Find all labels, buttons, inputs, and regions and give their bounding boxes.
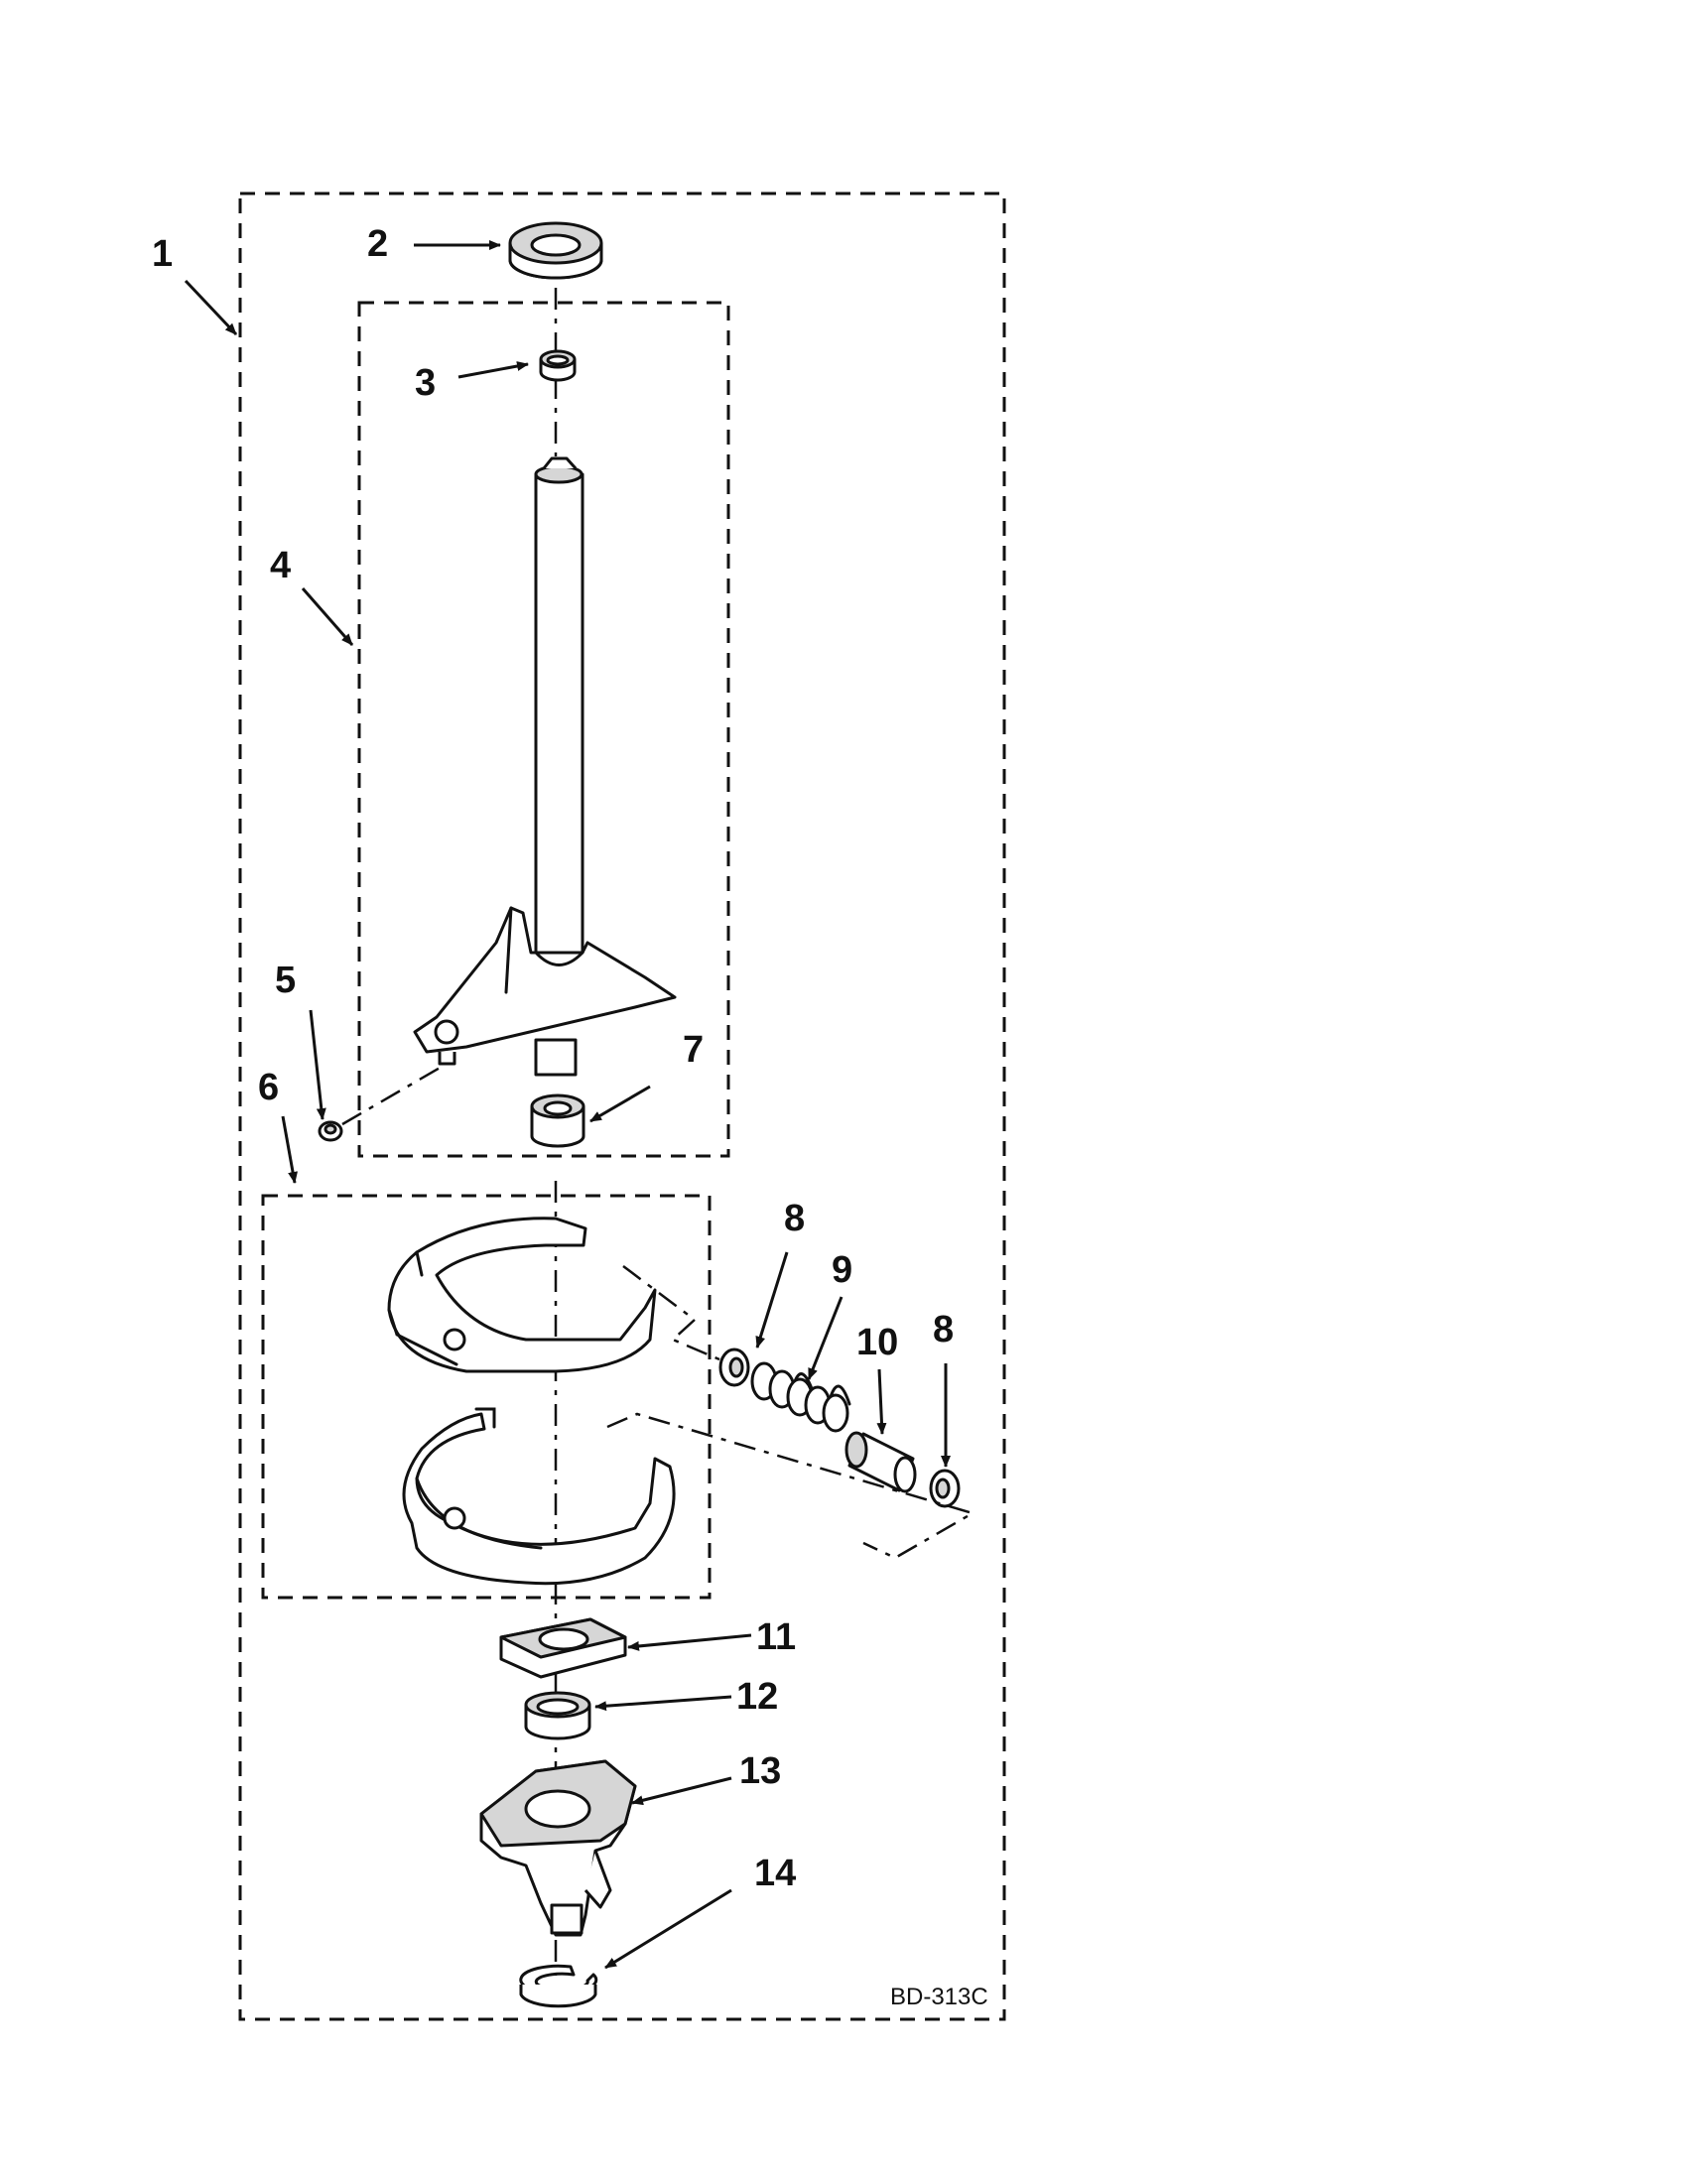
part-retainer-ring <box>524 1691 591 1740</box>
callout-4: 4 <box>270 545 291 586</box>
clip-leader <box>341 1065 443 1126</box>
spring-leader-upper <box>622 1265 720 1361</box>
drawing-code: BD-313C <box>890 1984 988 2010</box>
part-bushing <box>539 349 577 382</box>
part-seal <box>508 221 603 280</box>
callout-5: 5 <box>275 960 296 1001</box>
callout-1: 1 <box>152 233 173 275</box>
part-cam-housing <box>479 1759 637 1937</box>
callout-3: 3 <box>415 362 436 404</box>
spring-leader-lower <box>606 1412 976 1560</box>
part-shaft-bushing <box>530 1093 585 1148</box>
callout-6: 6 <box>258 1067 279 1108</box>
part-spring-cap-right <box>929 1469 961 1508</box>
part-clip <box>318 1120 343 1142</box>
brake-shoe-boundary <box>261 1194 712 1600</box>
callout-8-right: 8 <box>933 1309 954 1350</box>
brake-assembly-boundary <box>357 301 730 1158</box>
part-bearing-plate <box>499 1617 627 1679</box>
callout-13: 13 <box>739 1750 781 1792</box>
part-lower-brake-shoe <box>402 1407 676 1586</box>
callout-11: 11 <box>756 1616 796 1658</box>
callout-2: 2 <box>367 223 388 265</box>
leader-arrows <box>184 240 951 1970</box>
part-upper-brake-shoe <box>387 1217 657 1373</box>
callout-9: 9 <box>832 1249 852 1291</box>
callout-12: 12 <box>736 1676 778 1718</box>
callout-14: 14 <box>754 1853 796 1894</box>
part-spring <box>750 1361 851 1433</box>
callout-7: 7 <box>683 1029 704 1071</box>
part-snap-ring <box>519 1964 598 2008</box>
part-brake-shaft <box>413 456 677 1077</box>
assembly-boundary <box>238 192 1006 2021</box>
part-pin <box>844 1431 917 1493</box>
callout-10: 10 <box>856 1322 898 1363</box>
callout-8-left: 8 <box>784 1198 805 1239</box>
part-spring-cap-left <box>718 1348 750 1387</box>
